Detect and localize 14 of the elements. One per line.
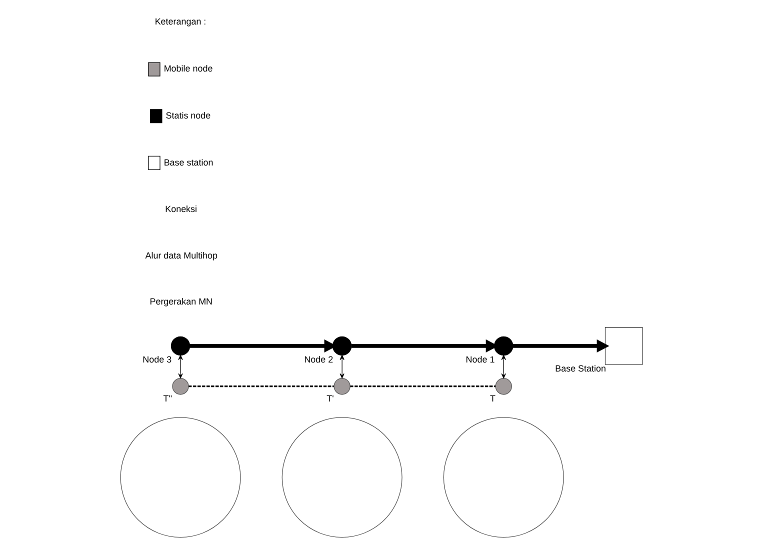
- legend-label: Koneksi: [165, 204, 198, 214]
- legend-label: Pergerakan MN: [150, 296, 213, 306]
- legend-label: Base station: [164, 157, 214, 168]
- node-label: Node 2: [304, 354, 334, 364]
- legend-label: Mobile node: [164, 64, 213, 74]
- legend-label: Statis node: [166, 110, 211, 120]
- node-label: Node 1: [466, 354, 495, 364]
- node-label: Node 3: [142, 354, 172, 364]
- node-label: T': [326, 394, 334, 404]
- node-label: Base Station: [555, 364, 606, 374]
- node-label: T'': [163, 394, 172, 404]
- label: Keterangan :: [154, 16, 206, 27]
- node-label: T: [490, 394, 496, 404]
- legend-label: Alur data Multihop: [145, 250, 218, 260]
